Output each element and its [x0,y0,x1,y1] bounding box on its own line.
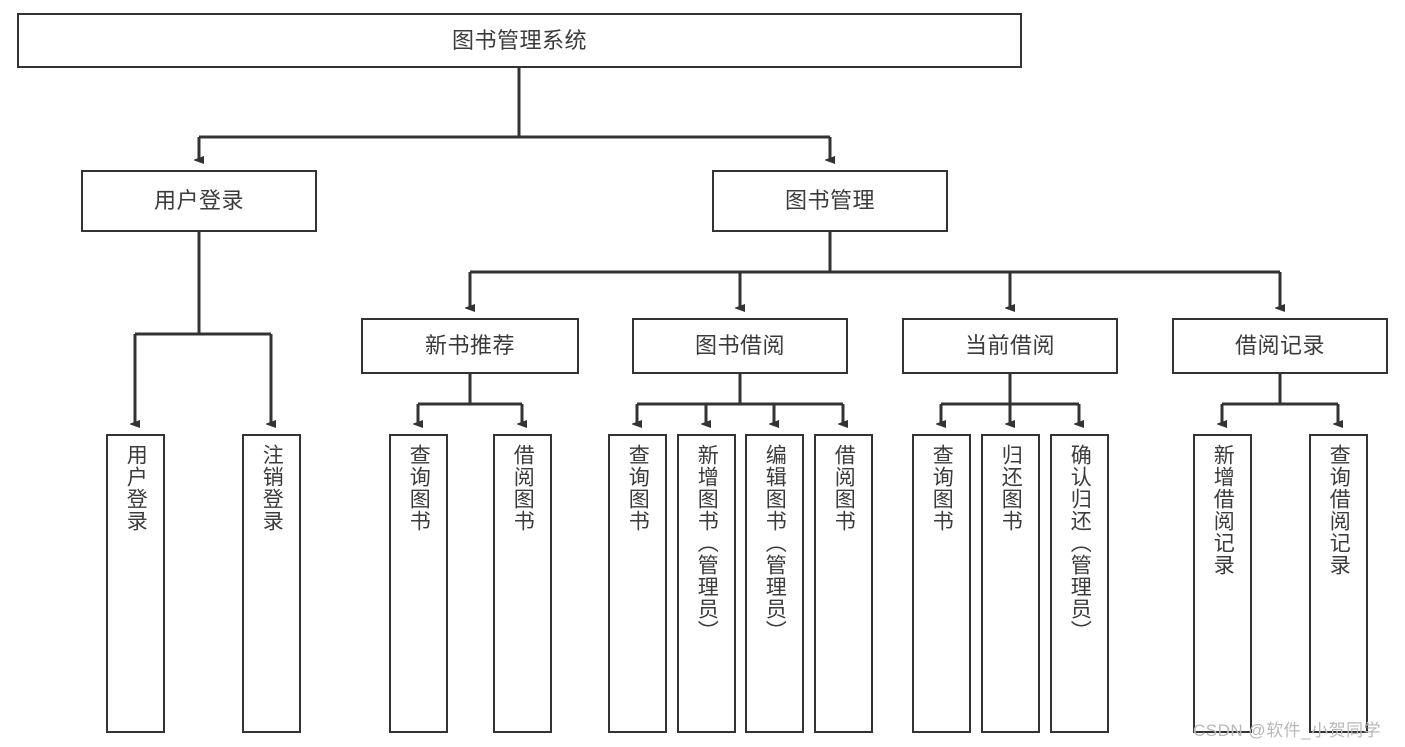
node-leaf-add-book-label: 新增图书（管理员） [695,444,719,642]
node-leaf-edit-book[interactable]: 编辑图书（管理员） [745,434,804,733]
node-leaf-borrow-book-2[interactable]: 借阅图书 [814,434,873,733]
node-leaf-user-login[interactable]: 用户登录 [106,434,165,733]
node-book-borrow[interactable]: 图书借阅 [632,318,848,374]
node-leaf-query-record-label: 查询借阅记录 [1327,444,1351,576]
node-current-borrow[interactable]: 当前借阅 [902,318,1118,374]
node-leaf-return-book-label: 归还图书 [999,444,1023,532]
node-current-borrow-label: 当前借阅 [964,333,1055,359]
csdn-watermark: CSDN @软件_小贺同学 [1193,721,1382,740]
node-leaf-query-book-2-label: 查询图书 [626,444,650,532]
node-book-borrow-label: 图书借阅 [694,333,785,359]
node-leaf-logout[interactable]: 注销登录 [242,434,301,733]
node-leaf-query-book-1-label: 查询图书 [407,444,431,532]
node-book-management[interactable]: 图书管理 [712,170,948,232]
node-new-book-recommend-label: 新书推荐 [424,333,515,359]
node-user-login-label: 用户登录 [153,188,244,214]
node-leaf-query-record[interactable]: 查询借阅记录 [1309,434,1368,733]
node-leaf-borrow-book-1[interactable]: 借阅图书 [493,434,552,733]
node-leaf-add-record-label: 新增借阅记录 [1211,444,1235,576]
node-user-login[interactable]: 用户登录 [81,170,317,232]
node-leaf-logout-label: 注销登录 [260,444,284,532]
node-leaf-query-book-2[interactable]: 查询图书 [608,434,667,733]
node-borrow-record[interactable]: 借阅记录 [1172,318,1388,374]
node-leaf-add-book[interactable]: 新增图书（管理员） [677,434,736,733]
node-book-management-label: 图书管理 [784,188,875,214]
node-borrow-record-label: 借阅记录 [1234,333,1325,359]
node-leaf-confirm-return[interactable]: 确认归还（管理员） [1050,434,1109,733]
node-root-system-label: 图书管理系统 [451,27,587,53]
node-leaf-add-record[interactable]: 新增借阅记录 [1193,434,1252,733]
node-leaf-confirm-return-label: 确认归还（管理员） [1068,444,1092,642]
node-leaf-return-book[interactable]: 归还图书 [981,434,1040,733]
node-new-book-recommend[interactable]: 新书推荐 [361,318,579,374]
node-leaf-borrow-book-2-label: 借阅图书 [832,444,856,532]
node-root-system[interactable]: 图书管理系统 [17,13,1022,68]
node-leaf-borrow-book-1-label: 借阅图书 [511,444,535,532]
node-leaf-edit-book-label: 编辑图书（管理员） [763,444,787,642]
node-leaf-query-book-3[interactable]: 查询图书 [912,434,971,733]
node-leaf-query-book-3-label: 查询图书 [930,444,954,532]
node-leaf-user-login-label: 用户登录 [124,444,148,532]
node-leaf-query-book-1[interactable]: 查询图书 [389,434,448,733]
